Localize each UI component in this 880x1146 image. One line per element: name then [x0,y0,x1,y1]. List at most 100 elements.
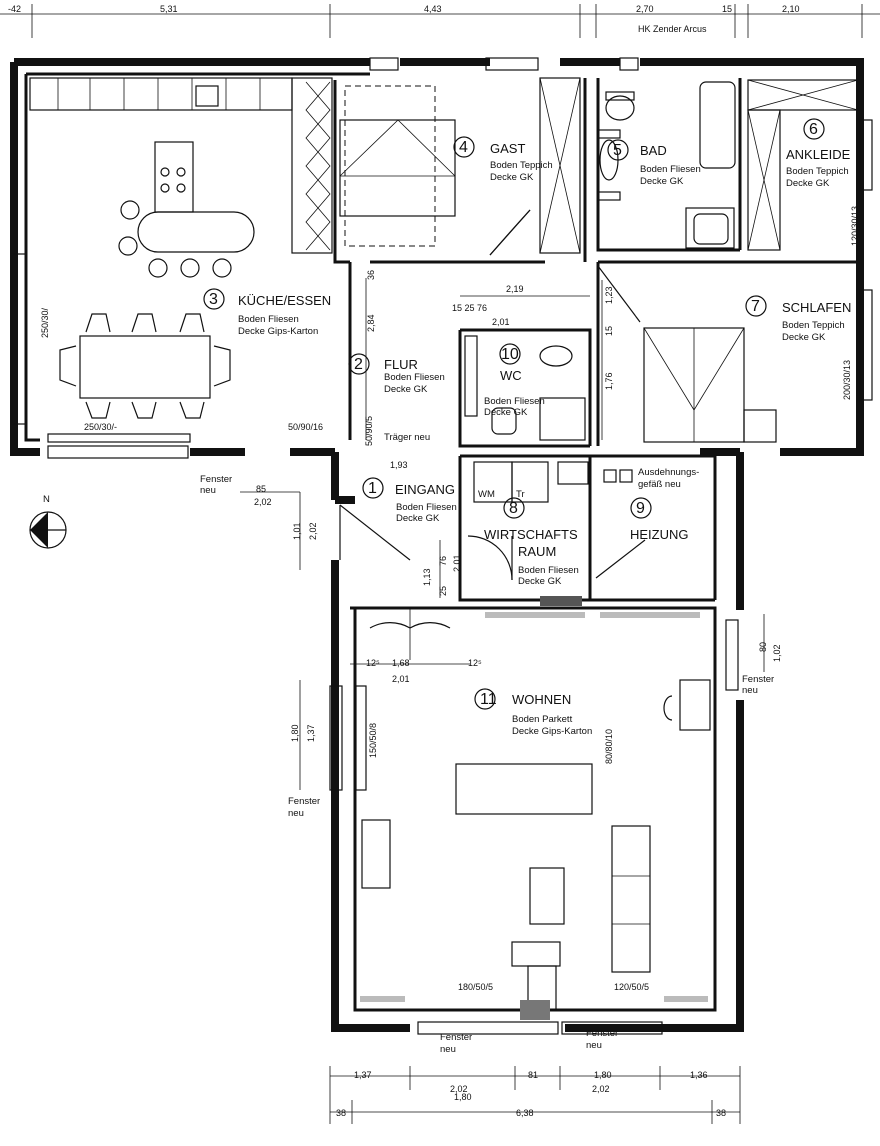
dim-bottom-202-b: 2,02 [592,1084,610,1094]
utility-furniture [467,461,646,606]
outer-walls [10,58,864,1032]
dim-top-5: 2,10 [782,4,800,14]
radiator-note: HK Zender Arcus [638,24,707,34]
dim-201-c: 2,01 [452,554,462,572]
room-gast-floor: Boden Teppich [490,160,553,171]
label-tr: Tr [516,489,525,500]
room-wohnen-number: 11 [480,691,497,708]
room-kueche-ceiling: Decke Gips-Karton [238,326,318,337]
room-bad-ceiling: Decke GK [640,176,684,187]
dim-150-50-8: 150/50/8 [368,723,378,758]
room-bad-name: BAD [640,143,667,158]
room-heizung-name: HEIZUNG [630,527,689,542]
room-ankleide-name: ANKLEIDE [786,147,851,162]
room-eingang-floor: Boden Fliesen [396,502,457,513]
room-ankleide-number: 6 [809,121,818,138]
label-fenster-3: Fenster [742,674,774,685]
room-kueche-name: KÜCHE/ESSEN [238,293,331,308]
windows [11,57,873,1035]
label-neu-5: neu [586,1040,602,1051]
dim-120-50-5: 120/50/5 [614,982,649,992]
dim-200-30-13: 200/30/13 [842,360,852,400]
room-number-circles [203,118,825,710]
room-wohnen-ceiling: Decke Gips-Karton [512,726,592,737]
dim-bottom-202-a: 2,02 [450,1084,468,1094]
dim-12-5-a: 12⁵ [366,658,380,668]
bad-furniture [597,79,859,251]
label-ausdehnung-2: gefäß neu [638,479,681,490]
room-wirtschaft-floor: Boden Fliesen [518,565,579,576]
dim-176: 1,76 [604,372,614,390]
room-eingang-number: 1 [368,480,377,497]
wohnen-furniture [355,612,711,1020]
dim-50-90-5: 50/90/5 [364,416,374,446]
room-schlafen-floor: Boden Teppich [782,320,845,331]
label-fenster-5: Fenster [586,1028,618,1039]
dim-25: 25 [438,586,448,596]
label-ausdehnung-1: Ausdehnungs- [638,467,699,478]
room-wc-ceiling: Decke GK [484,407,528,418]
room-gast-number: 4 [459,139,468,156]
wc-furniture [464,335,586,441]
misc-dimensions [240,278,765,790]
dim-bottom-38-b: 38 [716,1108,726,1118]
room-bad-floor: Boden Fliesen [640,164,701,175]
room-ankleide-floor: Boden Teppich [786,166,849,177]
dim-85: 85 [256,484,266,494]
dim-123: 1,23 [604,286,614,304]
room-wohnen-name: WOHNEN [512,692,571,707]
dim-80: 80 [758,642,768,652]
label-fenster-1a: Fenster [200,474,232,485]
dim-bottom-180-a: 1,80 [454,1092,472,1102]
dim-102: 1,02 [772,644,782,662]
dim-76: 76 [438,556,448,566]
north-label: N [43,494,50,505]
dim-15: 15 [604,326,614,336]
label-fenster-2: Fenster [288,796,320,807]
room-gast-name: GAST [490,141,525,156]
dim-201-a: 2,01 [492,317,510,327]
dim-top-2: 4,43 [424,4,442,14]
room-kueche-floor: Boden Fliesen [238,314,299,325]
dim-202-a: 2,02 [254,497,272,507]
room-wc-number: 10 [501,346,519,363]
dim-top-3: 2,70 [636,4,654,14]
room-flur-name: FLUR [384,357,418,372]
dim-bottom-38-a: 38 [336,1108,346,1118]
room-wirtschaft-name1: WIRTSCHAFTS [484,527,578,542]
room-kueche-number: 3 [209,291,218,308]
label-neu-2: neu [288,808,304,819]
room-wirtschaft-name2: RAUM [518,544,556,559]
room-schlafen-number: 7 [751,298,760,315]
dim-101: 1,01 [292,522,302,540]
top-dimensions [0,4,880,38]
dim-250-30-left: 250/30/ [40,307,50,338]
room-schlafen-name: SCHLAFEN [782,300,851,315]
dim-137-left: 1,37 [306,724,316,742]
dim-202-b: 2,02 [308,522,318,540]
label-neu-3: neu [742,685,758,696]
dim-219: 2,19 [506,284,524,294]
dim-top-1: 5,31 [160,4,178,14]
dim-180-left: 1,80 [290,724,300,742]
room-eingang-name: EINGANG [395,482,455,497]
dim-168: 1,68 [392,658,410,668]
dim-12-5-b: 12⁵ [468,658,482,668]
dim-201-b: 2,01 [392,674,410,684]
room-flur-number: 2 [354,356,363,373]
kitchen-furniture [29,77,333,443]
room-ankleide-ceiling: Decke GK [786,178,830,189]
north-arrow [29,511,67,549]
dim-120-30-13: 120/30/13 [850,206,860,246]
inner-walls [24,72,860,1012]
room-bad-number: 5 [613,142,622,159]
room-schlafen-ceiling: Decke GK [782,332,826,343]
room-heizung-number: 9 [636,500,645,517]
dim-bottom-137: 1,37 [354,1070,372,1080]
room-flur-ceiling: Decke GK [384,384,428,395]
dim-193: 1,93 [390,460,408,470]
label-neu-4: neu [440,1044,456,1055]
room-wirtschaft-ceiling: Decke GK [518,576,562,587]
